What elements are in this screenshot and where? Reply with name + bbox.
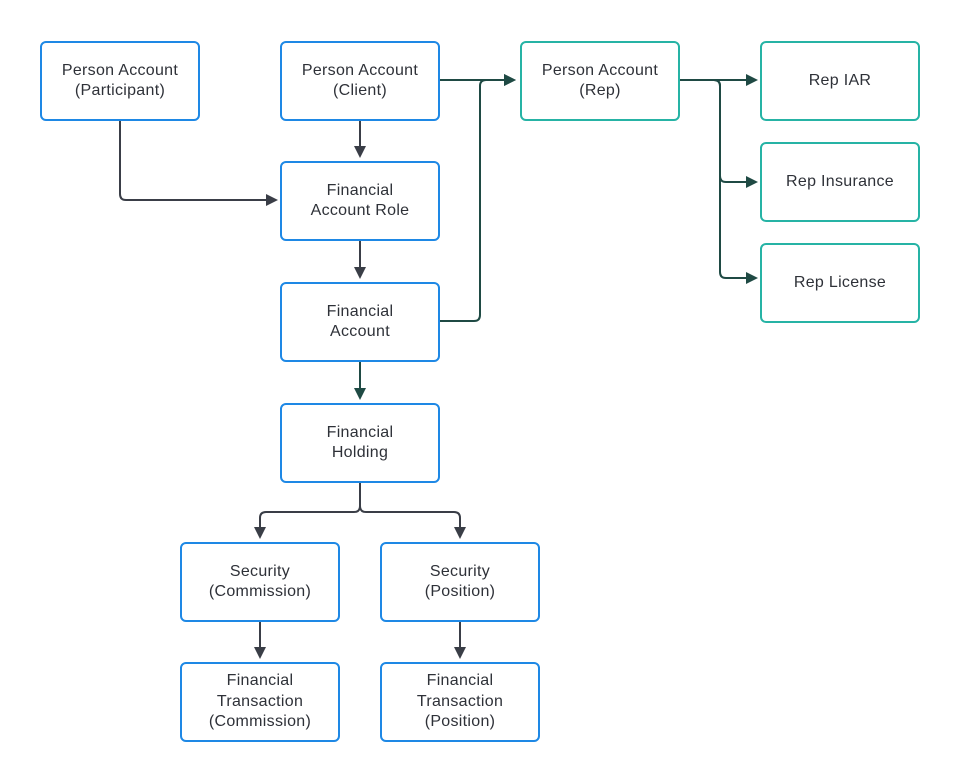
node-label-line: Account Role bbox=[310, 202, 410, 219]
node-label-line: Account bbox=[330, 323, 390, 340]
node-label-line: Financial bbox=[226, 672, 294, 690]
connector-rep-to-insurance bbox=[680, 79, 758, 188]
node-security-commission[interactable]: Security (Commission) bbox=[180, 542, 340, 622]
node-label-line: Financial bbox=[426, 672, 494, 690]
node-financial-transaction-commission[interactable]: Financial Transaction (Commission) bbox=[180, 662, 340, 742]
connector-account-to-rep bbox=[440, 74, 516, 322]
node-label-line: (Participant) bbox=[74, 82, 166, 99]
node-label-line: (Position) bbox=[424, 713, 496, 731]
node-rep-license[interactable]: Rep License bbox=[760, 243, 920, 323]
connector-rep-to-license bbox=[680, 79, 758, 284]
connector-participant-to-account-role bbox=[119, 121, 278, 206]
node-label-line: (Commission) bbox=[208, 713, 312, 731]
node-label-line: Rep IAR bbox=[808, 71, 872, 89]
node-label-line: Rep License bbox=[793, 273, 887, 291]
node-label-line: Security bbox=[229, 562, 291, 580]
node-label-line: Holding bbox=[331, 444, 389, 461]
connector-holding-to-security-position bbox=[359, 483, 466, 539]
node-financial-holding[interactable]: Financial Holding bbox=[280, 403, 440, 483]
node-label-line: (Position) bbox=[424, 583, 496, 600]
node-label-line: Rep Insurance bbox=[786, 172, 894, 190]
node-label-line: (Client) bbox=[333, 82, 387, 99]
node-label-line: Person Account bbox=[61, 61, 179, 79]
node-security-position[interactable]: Security (Position) bbox=[380, 542, 540, 622]
node-label-line: (Commission) bbox=[208, 583, 312, 600]
node-label-line: Financial bbox=[326, 302, 394, 320]
node-label-line: Security bbox=[429, 562, 491, 580]
node-label-line: Financial bbox=[326, 423, 394, 441]
node-rep-iar[interactable]: Rep IAR bbox=[760, 41, 920, 121]
node-rep-insurance[interactable]: Rep Insurance bbox=[760, 142, 920, 222]
node-financial-account[interactable]: Financial Account bbox=[280, 282, 440, 362]
node-person-account-participant[interactable]: Person Account (Participant) bbox=[40, 41, 200, 121]
node-label-line: Financial bbox=[326, 181, 394, 199]
node-financial-account-role[interactable]: Financial Account Role bbox=[280, 161, 440, 241]
node-label-line: Person Account bbox=[541, 61, 659, 79]
node-label-line: Person Account bbox=[301, 61, 419, 79]
node-label-line: (Rep) bbox=[579, 82, 621, 99]
node-label-line: Transaction bbox=[416, 692, 504, 710]
connector-holding-to-security-commission bbox=[254, 483, 361, 539]
node-person-account-rep[interactable]: Person Account (Rep) bbox=[520, 41, 680, 121]
node-label-line: Transaction bbox=[216, 692, 304, 710]
node-financial-transaction-position[interactable]: Financial Transaction (Position) bbox=[380, 662, 540, 742]
node-person-account-client[interactable]: Person Account (Client) bbox=[280, 41, 440, 121]
